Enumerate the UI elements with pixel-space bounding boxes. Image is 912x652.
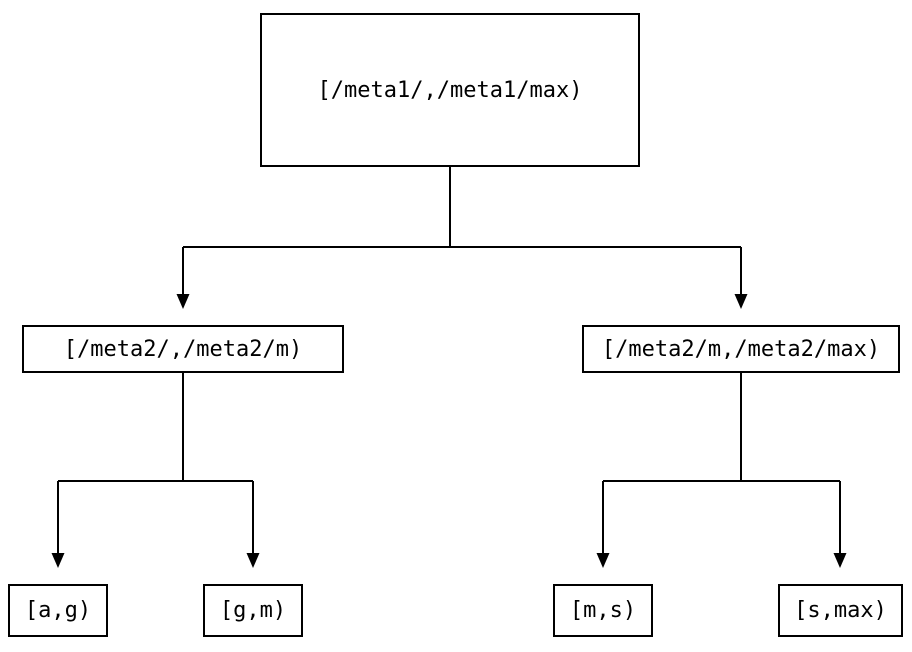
node-leaf-g-m: [g,m) [203,584,303,637]
node-leaf-a-g: [a,g) [8,584,108,637]
edge-root-to-children [176,167,748,309]
edge-left-child-to-leaves [51,373,260,568]
node-right-child: [/meta2/m,/meta2/max) [582,325,900,373]
node-leaf-s-max: [s,max) [778,584,903,637]
node-leaf-m-s: [m,s) [553,584,653,637]
arrowhead-left-child [176,294,190,309]
arrowhead-right-child [734,294,748,309]
node-root: [/meta1/,/meta1/max) [260,13,640,167]
edge-right-child-to-leaves [596,373,847,568]
arrowhead-leaf-gm [246,553,260,568]
arrowhead-leaf-smax [833,553,847,568]
arrowhead-leaf-ag [51,553,65,568]
arrowhead-leaf-ms [596,553,610,568]
node-left-child: [/meta2/,/meta2/m) [22,325,344,373]
